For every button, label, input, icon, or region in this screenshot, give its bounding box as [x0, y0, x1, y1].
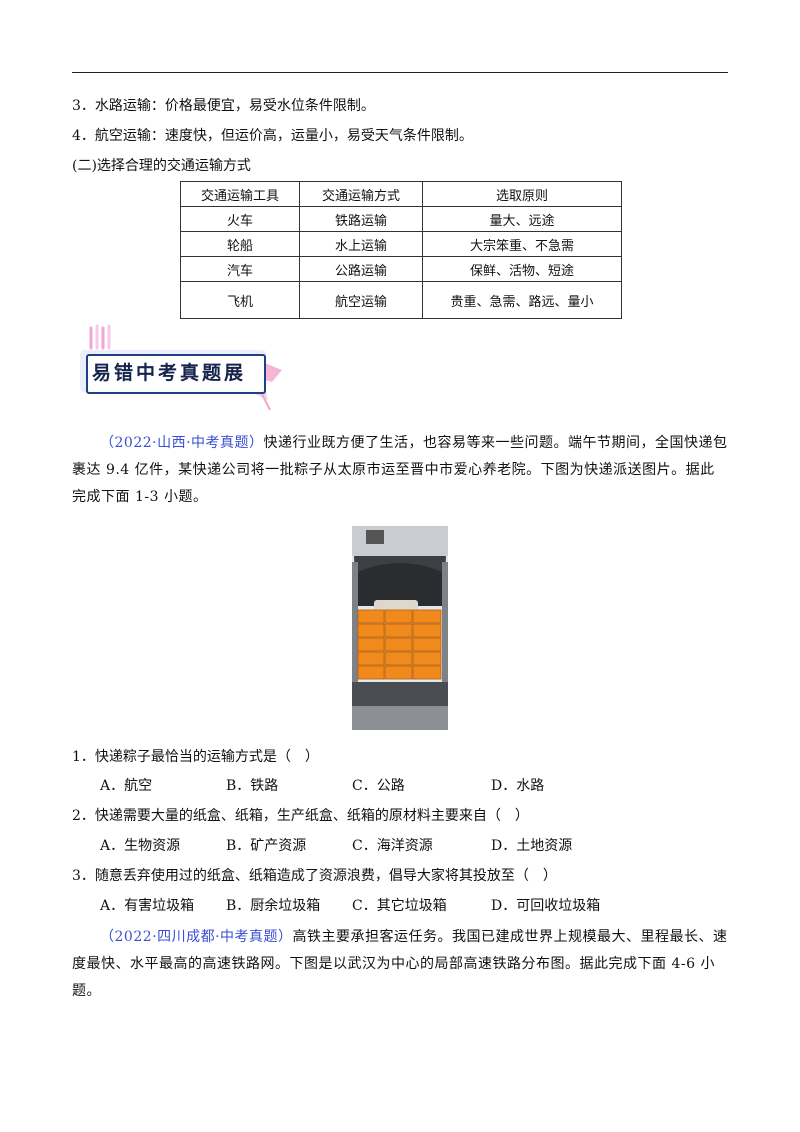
passage-shanxi: （2022·山西·中考真题）快递行业既方便了生活，也容易等来一些问题。端午节期间… [72, 430, 728, 511]
option-c: C．海洋资源 [352, 838, 433, 854]
table-header: 选取原则 [422, 181, 622, 207]
option-a: A．航空 [100, 778, 153, 794]
section-heading: (二)选择合理的交通运输方式 [72, 158, 251, 174]
car-trunk-illustration-icon [352, 526, 448, 730]
table-cell: 保鲜、活物、短途 [422, 256, 622, 282]
table-cell: 贵重、急需、路远、量小 [422, 281, 622, 319]
air-transport-line: 4．航空运输：速度快，但运价高，运量小，易受天气条件限制。 [72, 128, 473, 144]
table-row: 火车 铁路运输 量大、远途 [180, 206, 622, 232]
question-1: 1．快递粽子最恰当的运输方式是（ ） [72, 749, 319, 765]
table-cell: 公路运输 [299, 256, 423, 282]
passage-text: 高铁主要承担客运任务。我国已建成世界上规模最大、里程最长、速度最快、水平最高的高… [72, 929, 728, 999]
option-b: B．铁路 [226, 778, 279, 794]
table-cell: 量大、远途 [422, 206, 622, 232]
option-b: B．矿产资源 [226, 838, 307, 854]
option-a: A．有害垃圾箱 [100, 898, 195, 914]
table-row: 汽车 公路运输 保鲜、活物、短途 [180, 256, 622, 282]
passage-chengdu: （2022·四川成都·中考真题）高铁主要承担客运任务。我国已建成世界上规模最大、… [72, 924, 728, 1005]
delivery-photo [352, 526, 448, 730]
option-b: B．厨余垃圾箱 [226, 898, 321, 914]
passage-text: 快递行业既方便了生活，也容易等来一些问题。端午节期间，全国快递包裹达 9.4 亿… [72, 435, 728, 505]
banner-title: 易错中考真题展 [92, 362, 247, 384]
table-cell: 大宗笨重、不急需 [422, 231, 622, 257]
option-c: C．其它垃圾箱 [352, 898, 447, 914]
source-label: （2022·四川成都·中考真题） [100, 929, 293, 945]
question-2: 2．快递需要大量的纸盒、纸箱，生产纸盒、纸箱的原材料主要来自（ ） [72, 808, 529, 824]
source-label: （2022·山西·中考真题） [100, 435, 264, 451]
table-header-row: 交通运输工具 交通运输方式 选取原则 [180, 181, 622, 207]
question-3: 3．随意丢弃使用过的纸盒、纸箱造成了资源浪费，倡导大家将其投放至（ ） [72, 868, 557, 884]
table-cell: 航空运输 [299, 281, 423, 319]
table-cell: 飞机 [180, 281, 300, 319]
table-row: 飞机 航空运输 贵重、急需、路远、量小 [180, 281, 622, 319]
option-d: D．土地资源 [491, 838, 573, 854]
option-d: D．可回收垃圾箱 [491, 898, 601, 914]
option-a: A．生物资源 [100, 838, 181, 854]
table-header: 交通运输工具 [180, 181, 300, 207]
table-row: 轮船 水上运输 大宗笨重、不急需 [180, 231, 622, 257]
table-header: 交通运输方式 [299, 181, 423, 207]
table-cell: 铁路运输 [299, 206, 423, 232]
banner-frame [86, 354, 266, 394]
table-cell: 水上运输 [299, 231, 423, 257]
transport-table: 交通运输工具 交通运输方式 选取原则 火车 铁路运输 量大、远途 轮船 水上运输… [180, 181, 622, 319]
option-d: D．水路 [491, 778, 545, 794]
section-banner: 易错中考真题展 [72, 320, 287, 412]
table-cell: 轮船 [180, 231, 300, 257]
table-cell: 火车 [180, 206, 300, 232]
table-cell: 汽车 [180, 256, 300, 282]
option-c: C．公路 [352, 778, 405, 794]
header-rule [72, 72, 728, 73]
water-transport-line: 3．水路运输：价格最便宜，易受水位条件限制。 [72, 98, 375, 114]
